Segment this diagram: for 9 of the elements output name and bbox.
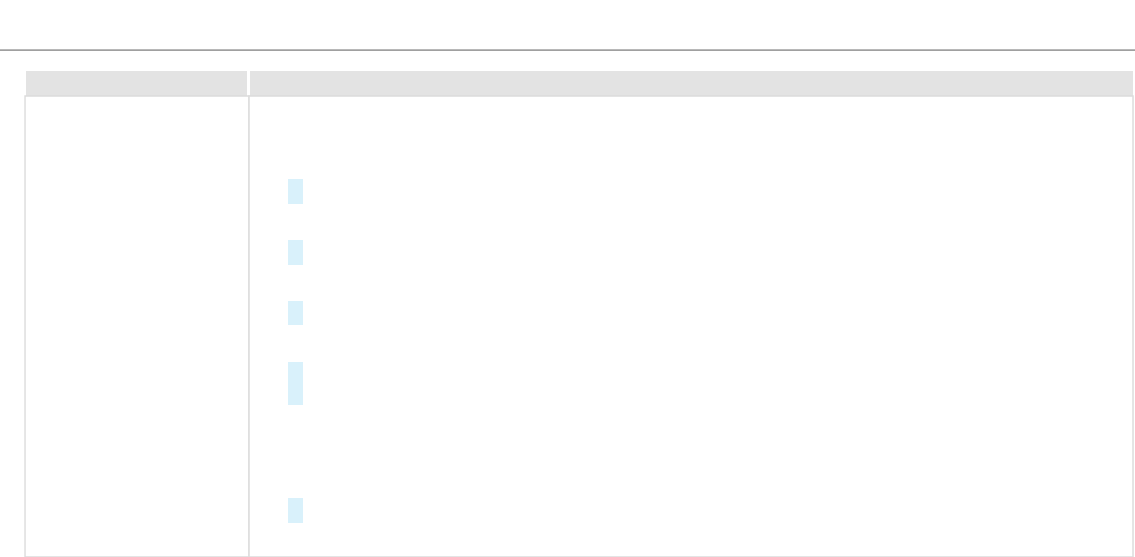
header-cell (26, 71, 247, 96)
highlight-bar (288, 240, 303, 265)
header-cell (250, 71, 1133, 96)
highlight-bar (288, 498, 303, 523)
highlight-bar (288, 301, 303, 325)
highlight-bar (288, 362, 303, 405)
table-cell (24, 95, 250, 557)
table-cell (248, 95, 1134, 557)
highlight-bar (288, 179, 303, 204)
